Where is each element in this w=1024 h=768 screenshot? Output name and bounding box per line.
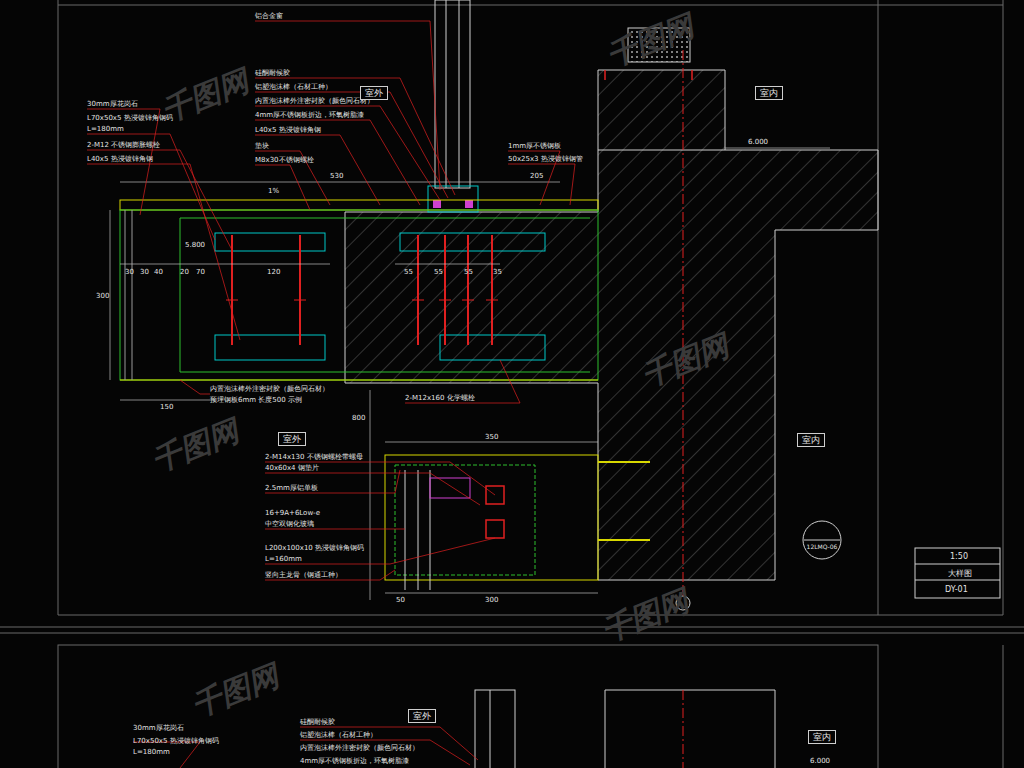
watermark: 千图网 xyxy=(147,414,242,477)
annotation: L70x50x5 热浸镀锌角钢码 xyxy=(133,737,219,745)
annotation: L200x100x10 热浸镀锌角钢码 xyxy=(265,544,364,552)
annotation: 35 xyxy=(493,268,502,276)
annotation: 300 xyxy=(96,292,109,300)
room-label: 室内 xyxy=(808,730,836,744)
annotation: 55 xyxy=(404,268,413,276)
annotation: DY-01 xyxy=(945,585,968,594)
annotation: 55 xyxy=(464,268,473,276)
annotation: 预埋钢板6mm 长度500 示例 xyxy=(210,396,302,404)
watermark: 千图网 xyxy=(187,659,282,722)
annotation: 2.5mm厚铝单板 xyxy=(265,484,318,492)
annotation: L40x5 热浸镀锌角钢 xyxy=(255,126,321,134)
detail-number: 12LMQ-06 xyxy=(807,543,838,550)
annotation: 铝塑泡沫棒（石材工种） xyxy=(255,83,332,91)
annotation: 70 xyxy=(196,268,205,276)
annotation: 硅酮耐候胶 xyxy=(300,718,335,726)
annotation: L40x5 热浸镀锌角钢 xyxy=(87,155,153,163)
annotation: 垫块 xyxy=(255,142,269,150)
annotation: 30mm厚花岗石 xyxy=(87,100,138,108)
annotation: 1mm厚不锈钢板 xyxy=(508,142,561,150)
room-label: 室内 xyxy=(797,433,825,447)
annotation: L70x50x5 热浸镀锌角钢码 xyxy=(87,114,173,122)
annotation: 50 xyxy=(396,596,405,604)
room-label: 室外 xyxy=(360,86,388,100)
annotation: 4mm厚不锈钢板折边，环氧树脂漆 xyxy=(300,757,409,765)
annotation: 120 xyxy=(267,268,280,276)
annotation: 530 xyxy=(330,172,343,180)
annotation: 铝合金窗 xyxy=(255,12,283,20)
annotation: 4mm厚不锈钢板折边，环氧树脂漆 xyxy=(255,111,364,119)
annotation: 16+9A+6Low-e xyxy=(265,509,320,517)
annotation: L=180mm xyxy=(133,748,170,756)
annotation: 中空双钢化玻璃 xyxy=(265,520,314,528)
annotation: 6.000 xyxy=(810,757,830,765)
annotation: 150 xyxy=(160,403,173,411)
annotation: 55 xyxy=(434,268,443,276)
annotation: 40 xyxy=(154,268,163,276)
annotation: 2-M12 不锈钢膨胀螺栓 xyxy=(87,141,160,149)
annotation: 30 xyxy=(125,268,134,276)
annotation: 2-M12x160 化学螺栓 xyxy=(405,394,475,402)
annotation: 内置泡沫棒外注密封胶（颜色同石材） xyxy=(255,97,374,105)
annotation: 20 xyxy=(180,268,189,276)
room-label: 室内 xyxy=(755,86,783,100)
annotation: 1% xyxy=(268,187,279,195)
annotation: 6.000 xyxy=(748,138,768,146)
annotation: 800 xyxy=(352,414,365,422)
annotation: 竖向主龙骨（钢通工种） xyxy=(265,571,342,579)
annotation: 2-M14x130 不锈钢螺栓带螺母 xyxy=(265,453,363,461)
annotation: 50x25x3 热浸镀锌钢管 xyxy=(508,155,583,163)
annotation: 30mm厚花岗石 xyxy=(133,724,184,732)
annotation: 30 xyxy=(140,268,149,276)
detail-index-circle: 12LMQ-06 xyxy=(802,520,842,560)
annotation: 1:50 xyxy=(950,552,968,561)
annotation: 大样图 xyxy=(948,569,972,578)
annotation: 300 xyxy=(485,596,498,604)
annotation: 350 xyxy=(485,433,498,441)
annotation: 205 xyxy=(530,172,543,180)
watermark: 千图网 xyxy=(597,584,692,647)
annotation: L=180mm xyxy=(87,125,124,133)
annotation: 内置泡沫棒外注密封胶（颜色同石材） xyxy=(300,744,419,752)
circle-outline xyxy=(802,520,842,560)
annotation: 内置泡沫棒外注密封胶（颜色同石材） xyxy=(210,385,329,393)
annotation: M8x30不锈钢螺栓 xyxy=(255,156,314,164)
annotation: 5.800 xyxy=(185,241,205,249)
annotation: L=160mm xyxy=(265,555,302,563)
annotation: 硅酮耐候胶 xyxy=(255,69,290,77)
annotation: 铝塑泡沫棒（石材工种） xyxy=(300,731,377,739)
annotation: 40x60x4 钢垫片 xyxy=(265,464,319,472)
room-label: 室外 xyxy=(278,432,306,446)
room-label: 室外 xyxy=(408,709,436,723)
